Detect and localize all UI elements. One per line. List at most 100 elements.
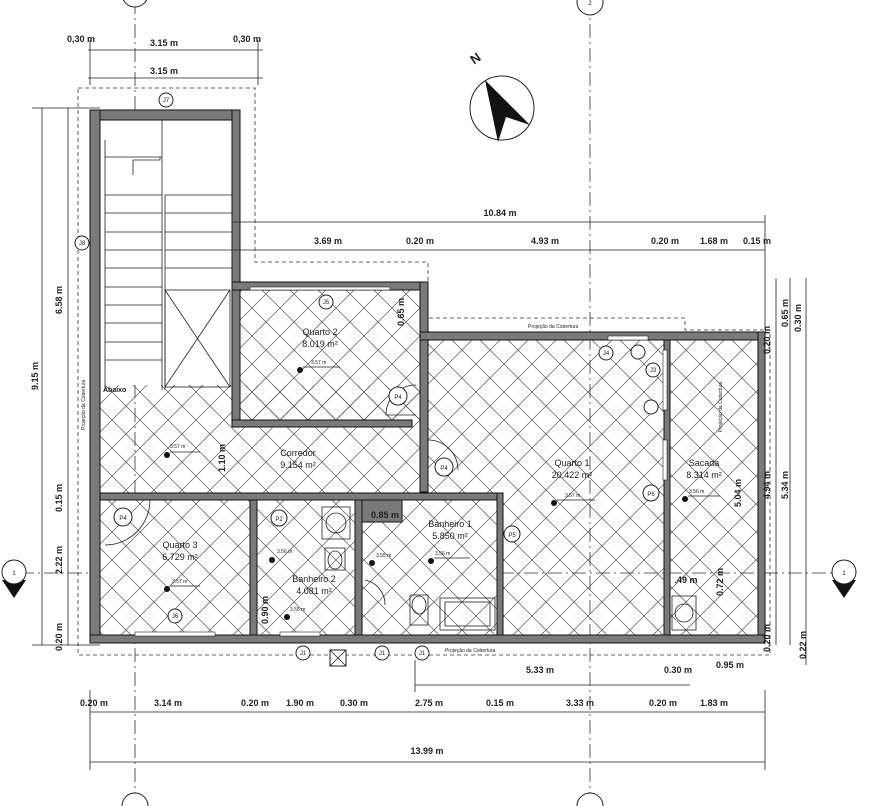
svg-text:J3: J3 [650,368,657,374]
svg-text:3.56 m: 3.56 m [689,489,704,495]
svg-text:0.20 m: 0.20 m [651,236,679,246]
grid-bubble-top-right: 2 [576,0,604,16]
svg-text:0.20 m: 0.20 m [54,623,64,651]
element-tags: P4 P4 P4 P5 P6 P2 J7 J5 J6 J4 J1 J1 J1 J… [74,92,661,661]
svg-text:P4: P4 [119,516,127,522]
svg-text:3.56 m: 3.56 m [277,549,292,555]
svg-text:0.72 m: 0.72 m [715,568,725,596]
svg-text:9.154 m²: 9.154 m² [280,460,316,470]
svg-text:6.729 m²: 6.729 m² [162,552,198,562]
svg-text:3.15 m: 3.15 m [150,66,178,76]
svg-text:Quarto 3: Quarto 3 [162,540,197,550]
grid-bubble-right: 1 [831,559,857,598]
svg-text:0.65 m: 0.65 m [396,298,406,326]
svg-text:2.22 m: 2.22 m [54,546,64,574]
svg-text:3.33 m: 3.33 m [566,698,594,708]
svg-text:4.93 m: 4.93 m [531,236,559,246]
room-quarto-2: Quarto 2 8.019 m² 3.57 m [302,327,338,366]
svg-text:0.15 m: 0.15 m [486,698,514,708]
svg-text:J5: J5 [323,300,330,306]
svg-text:13.99 m: 13.99 m [410,746,443,756]
svg-text:J1: J1 [379,651,386,657]
svg-text:J6: J6 [172,614,179,620]
projection-label-right: Projeção da Cobertura [718,381,724,432]
room-quarto-3: Quarto 3 6.729 m² 3.57 m [162,540,198,585]
svg-text:3.69 m: 3.69 m [314,236,342,246]
svg-text:P5: P5 [508,533,516,539]
projection-label-bottom: Projeção da Cobertura [445,648,496,654]
svg-text:0.15 m: 0.15 m [743,236,771,246]
dimension-lines [32,40,807,770]
svg-text:3.57 m: 3.57 m [172,579,187,585]
svg-text:J1: J1 [300,651,307,657]
svg-text:Quarto 2: Quarto 2 [302,327,337,337]
svg-text:6.58 m: 6.58 m [54,286,64,314]
svg-text:5.850 m²: 5.850 m² [432,531,468,541]
abaixo-label: Abaixo [103,387,126,394]
level-markers [164,366,720,620]
svg-text:10.84 m: 10.84 m [483,208,516,218]
svg-text:0.90 m: 0.90 m [260,596,270,624]
svg-text:0.30 m: 0.30 m [340,698,368,708]
svg-text:1: 1 [842,571,846,577]
svg-text:1.83 m: 1.83 m [700,698,728,708]
svg-text:3.56 m: 3.56 m [435,551,450,557]
svg-text:0.15 m: 0.15 m [54,484,64,512]
svg-text:J7: J7 [163,98,170,104]
svg-text:8.314 m²: 8.314 m² [686,470,722,480]
svg-text:0.22 m: 0.22 m [798,631,808,659]
svg-text:0,30 m: 0,30 m [233,34,261,44]
svg-text:0.20 m: 0.20 m [649,698,677,708]
svg-text:P2: P2 [275,517,283,523]
dimension-texts: 0,30 m 3.15 m 0,30 m 3.15 m 10.84 m 3.69… [30,34,808,756]
svg-text:3.57 m: 3.57 m [311,360,326,366]
svg-text:9.15 m: 9.15 m [30,362,40,390]
svg-text:0.30 m: 0.30 m [664,665,692,675]
svg-text:3.57 m: 3.57 m [565,493,580,499]
north-arrow-icon: N [467,49,535,142]
svg-text:2: 2 [588,1,592,7]
svg-text:Corredor: Corredor [280,448,316,458]
svg-text:0.20 m: 0.20 m [241,698,269,708]
svg-text:1.90 m: 1.90 m [286,698,314,708]
roof-projection-line [77,87,771,656]
svg-text:0,30 m: 0,30 m [67,34,95,44]
room-banheiro-1: Banheiro 1 5.850 m² 3.56 m 3.55 m [376,519,472,559]
svg-text:20.422 m²: 20.422 m² [552,470,593,480]
svg-text:Quarto 1: Quarto 1 [554,458,589,468]
svg-text:P6: P6 [647,492,655,498]
svg-text:3.14 m: 3.14 m [154,698,182,708]
svg-text:1.10 m: 1.10 m [217,444,227,472]
svg-text:4.081 m²: 4.081 m² [296,586,332,596]
svg-text:J4: J4 [603,351,610,357]
room-banheiro-2: Banheiro 2 4.081 m² 3.56 m 3.55 m [277,549,336,613]
svg-text:0.20 m: 0.20 m [762,624,772,652]
svg-text:0.20 m: 0.20 m [80,698,108,708]
doors [104,286,668,637]
svg-text:1.68 m: 1.68 m [700,236,728,246]
grid-bubble-left: 1 [1,559,27,598]
staircase [100,120,232,390]
svg-text:0.20 m: 0.20 m [406,236,434,246]
svg-text:5.04 m: 5.04 m [733,479,743,507]
svg-text:Sacada: Sacada [689,458,720,468]
svg-text:Banheiro 2: Banheiro 2 [292,574,336,584]
svg-text:N: N [467,49,483,67]
grid-bubble-top-left [122,0,148,8]
svg-text:0.30 m: 0.30 m [793,304,803,332]
svg-text:5.33 m: 5.33 m [526,665,554,675]
svg-text:.49 m: .49 m [674,575,697,585]
svg-text:0.65 m: 0.65 m [780,299,790,327]
room-quarto-1: Quarto 1 20.422 m² 3.57 m [552,458,593,499]
svg-text:1: 1 [12,571,16,577]
fixtures [321,506,697,667]
svg-text:3.55 m: 3.55 m [290,607,305,613]
svg-text:J1: J1 [419,651,426,657]
projection-label-top: Projeção da Cobertura [528,324,579,330]
svg-text:P4: P4 [440,466,448,472]
svg-text:J8: J8 [79,241,86,247]
svg-text:3.15 m: 3.15 m [150,38,178,48]
svg-text:8.019 m²: 8.019 m² [302,339,338,349]
svg-text:0.95 m: 0.95 m [716,660,744,670]
